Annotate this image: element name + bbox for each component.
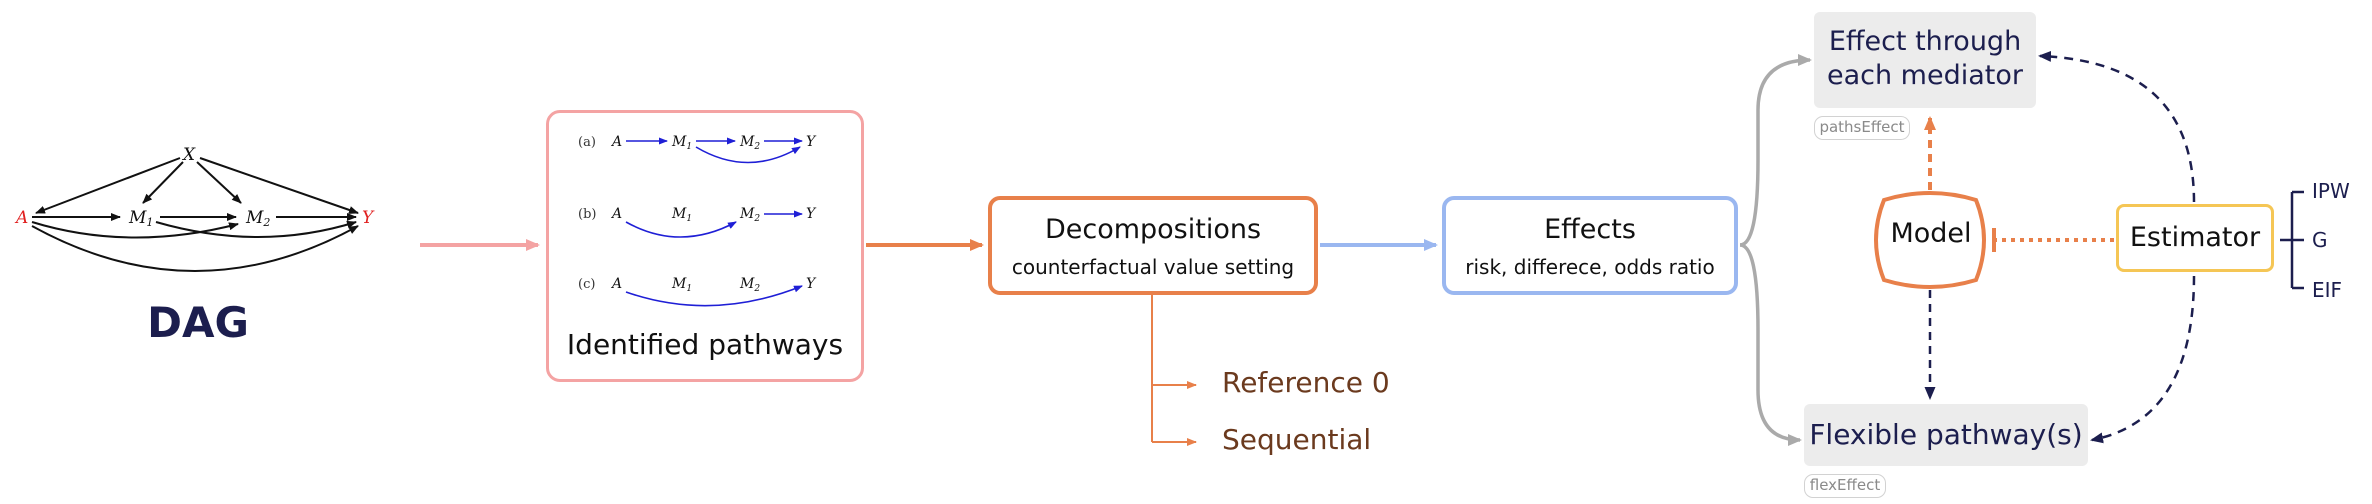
dag-edge-a-y: [31, 225, 359, 272]
pathway-label-b: (b): [578, 207, 596, 222]
flexible-pathways-box: Flexible pathway(s): [1804, 404, 2088, 466]
pathway-a-node-a: A: [610, 134, 622, 150]
pathway-a-node-m2: M2: [739, 134, 760, 152]
pathway-label-c: (c): [578, 277, 595, 292]
reference-branches: [1151, 295, 1197, 446]
decompositions-box: Decompositions counterfactual value sett…: [988, 196, 1318, 295]
dag-title: DAG: [147, 298, 249, 347]
identified-pathways-box: Identified pathways: [546, 110, 864, 382]
reference-0-label: Reference 0: [1222, 366, 1390, 399]
pathway-c-node-m2: M2: [739, 276, 760, 294]
model-shape: [1874, 191, 1986, 289]
arrow-effects-to-flexible: [1739, 243, 1802, 446]
pathway-a-node-y: Y: [806, 134, 817, 150]
effects-box: Effects risk, differece, odds ratio: [1442, 196, 1738, 295]
effect-through-line1: Effect through: [1828, 26, 2022, 57]
arrow-estimator-to-mediator-effect: [2038, 50, 2196, 203]
pathway-label-a: (a): [578, 135, 596, 150]
pathway-b-node-a: A: [610, 206, 622, 222]
dag-node-x: X: [181, 145, 196, 165]
estimator-option-ipw: IPW: [2312, 179, 2350, 203]
pathway-panels: (a) A M1 M2 Y (b) A M1 M2 Y (c) A M1 M2 …: [578, 134, 817, 307]
arrow-estimator-to-flexible: [2090, 275, 2196, 444]
pathway-c-node-a: A: [610, 276, 622, 292]
effect-through-mediator-box: Effect through each mediator: [1814, 12, 2036, 108]
estimator-box: Estimator: [2116, 204, 2274, 272]
dag-node-a: A: [14, 208, 28, 228]
dag-node-y: Y: [362, 208, 375, 228]
effects-subtitle: risk, differece, odds ratio: [1465, 255, 1715, 279]
pathway-a-edge-m1-y: [695, 146, 801, 164]
dag-edge-x-a: [35, 157, 181, 214]
sequential-label: Sequential: [1222, 423, 1372, 456]
effects-title: Effects: [1544, 214, 1636, 245]
dag-node-m1: M1: [128, 208, 153, 229]
decompositions-subtitle: counterfactual value setting: [1011, 255, 1295, 279]
decompositions-title: Decompositions: [1044, 214, 1262, 245]
dag-edge-x-y: [199, 157, 359, 214]
dag-edge-a-m2: [31, 221, 239, 239]
model-label: Model: [1890, 218, 1972, 249]
estimator-options-bracket: [2280, 190, 2304, 290]
effect-through-line2: each mediator: [1826, 60, 2023, 91]
dag-node-m2: M2: [245, 208, 270, 229]
pathway-b-node-y: Y: [806, 206, 817, 222]
paths-effect-tag: pathsEffect: [1814, 116, 1910, 140]
dag-edge-x-m1: [142, 161, 184, 204]
dag-graph: X A M1 M2 Y: [14, 145, 375, 272]
pathway-b-node-m2: M2: [739, 206, 760, 224]
arrow-effects-to-mediator-effect: [1739, 54, 1812, 247]
dag-edge-x-m2: [196, 161, 242, 204]
estimator-option-g: G: [2312, 228, 2328, 252]
pathway-c-node-y: Y: [806, 276, 817, 292]
identified-pathways-title: Identified pathways: [566, 328, 844, 361]
pathway-a-node-m1: M1: [671, 134, 692, 152]
pathway-c-node-m1: M1: [671, 276, 692, 294]
estimator-option-eif: EIF: [2312, 278, 2343, 302]
pathway-b-node-m1: M1: [671, 206, 692, 224]
pathway-b-edge-a-m2: [625, 221, 737, 238]
pathway-c-edge-a-y: [625, 285, 803, 307]
flex-effect-tag: flexEffect: [1804, 474, 1886, 498]
dag-edge-m1-y: [155, 220, 357, 238]
